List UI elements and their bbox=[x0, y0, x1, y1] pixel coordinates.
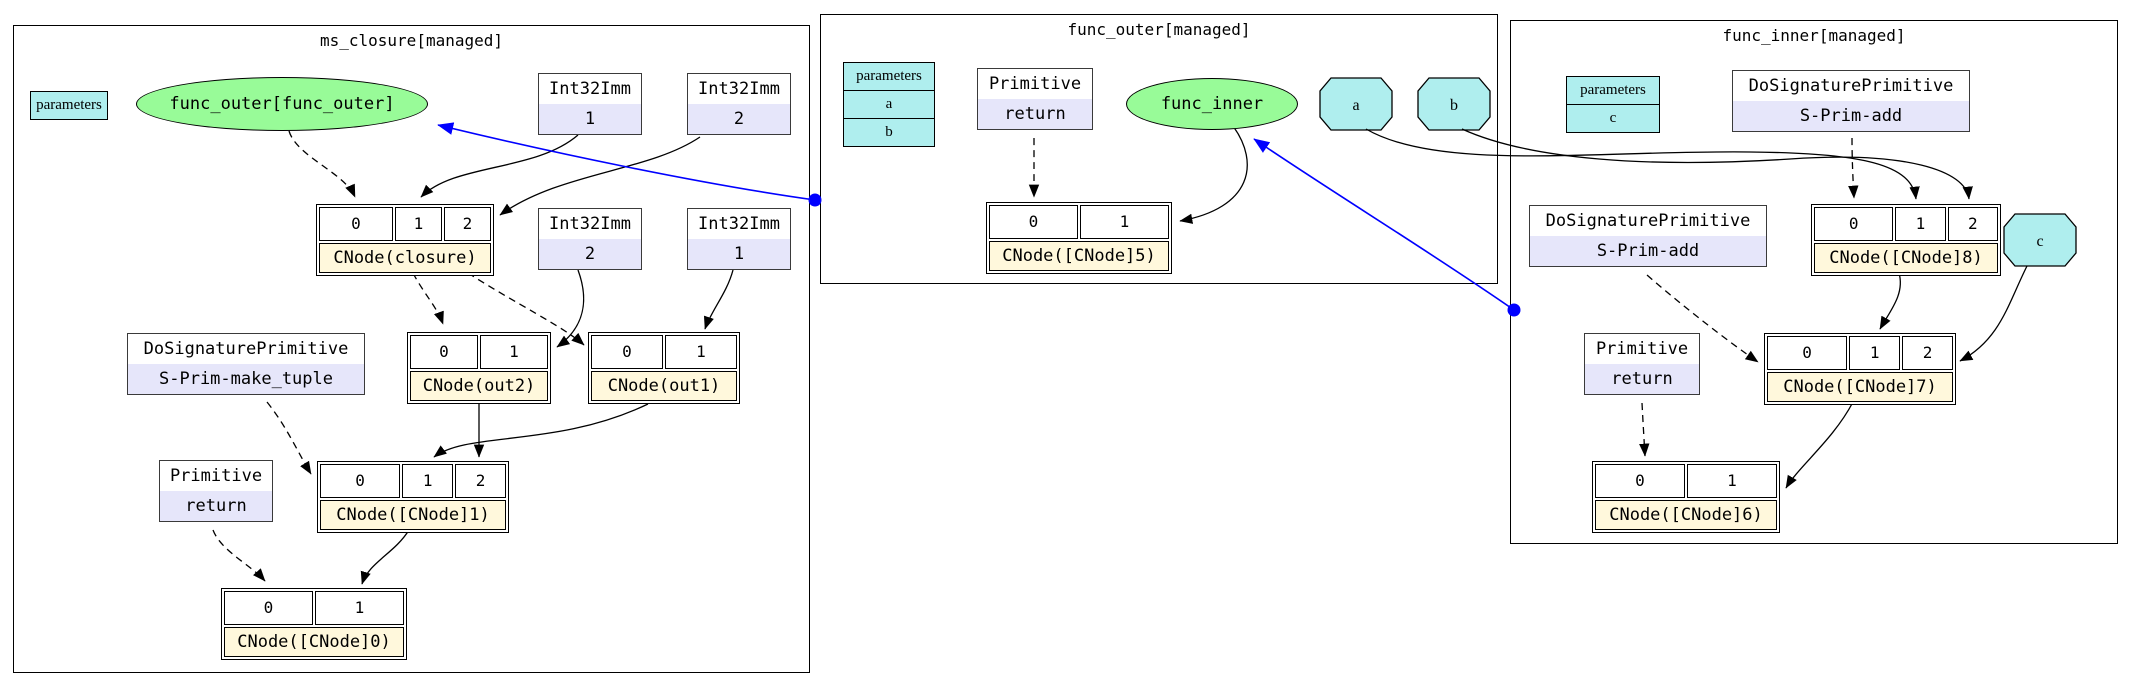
port-0: 0 bbox=[224, 591, 313, 625]
port-0: 0 bbox=[591, 335, 663, 369]
port-0: 0 bbox=[320, 464, 401, 498]
node-value: 1 bbox=[733, 244, 745, 264]
port-0: 0 bbox=[1814, 207, 1894, 241]
port-0: 0 bbox=[319, 207, 393, 241]
port-1: 1 bbox=[1080, 205, 1169, 239]
cluster-title: func_outer[managed] bbox=[1067, 20, 1251, 39]
node-value: 2 bbox=[733, 109, 745, 129]
int32imm-node-3: Int32Imm 2 bbox=[538, 208, 642, 270]
cnode-closure: 0 1 2 CNode(closure) bbox=[316, 204, 494, 276]
primitive-return-inner: Primitive return bbox=[1584, 333, 1700, 395]
primitive-add-left: DoSignaturePrimitive S-Prim-add bbox=[1529, 205, 1767, 267]
node-value: 2 bbox=[584, 244, 596, 264]
call-node-label: func_inner bbox=[1160, 94, 1264, 114]
parameters-header: parameters bbox=[856, 68, 922, 84]
cnode-0: 0 1 CNode([CNode]0) bbox=[221, 588, 407, 660]
primitive-return-ms: Primitive return bbox=[159, 460, 273, 522]
int32imm-node-1: Int32Imm 1 bbox=[538, 73, 642, 135]
port-1: 1 bbox=[1849, 336, 1901, 370]
primitive-add-top: DoSignaturePrimitive S-Prim-add bbox=[1732, 70, 1970, 132]
node-value: S-Prim-add bbox=[1799, 106, 1903, 126]
node-type: Int32Imm bbox=[688, 74, 790, 104]
port-0: 0 bbox=[989, 205, 1078, 239]
parameters-header: parameters bbox=[36, 97, 102, 113]
call-node-label: func_outer[func_outer] bbox=[169, 94, 395, 114]
node-type: Primitive bbox=[978, 69, 1092, 99]
cnode-label: CNode([CNode]6) bbox=[1595, 500, 1777, 530]
node-value: return bbox=[1004, 104, 1066, 124]
cnode-label: CNode(closure) bbox=[319, 243, 491, 273]
parameters-table-outer: parameters a b bbox=[843, 62, 935, 147]
node-type: Int32Imm bbox=[539, 74, 641, 104]
call-node-func-inner: func_inner bbox=[1126, 78, 1298, 130]
cnode-7: 0 1 2 CNode([CNode]7) bbox=[1764, 333, 1956, 405]
port-1: 1 bbox=[480, 335, 548, 369]
cnode-label: CNode([CNode]0) bbox=[224, 627, 404, 657]
port-2: 2 bbox=[1947, 207, 1998, 241]
parameters-header: parameters bbox=[1580, 82, 1646, 98]
node-value: 1 bbox=[584, 109, 596, 129]
cnode-label: CNode(out2) bbox=[410, 371, 548, 401]
port-1: 1 bbox=[1895, 207, 1946, 241]
node-type: Primitive bbox=[160, 461, 272, 491]
cnode-1: 0 1 2 CNode([CNode]1) bbox=[317, 461, 509, 533]
parameters-table-inner: parameters c bbox=[1566, 76, 1660, 133]
node-type: DoSignaturePrimitive bbox=[1733, 71, 1969, 101]
port-1: 1 bbox=[315, 591, 404, 625]
port-1: 1 bbox=[395, 207, 442, 241]
parameters-table-ms: parameters bbox=[30, 91, 108, 120]
node-type: Int32Imm bbox=[688, 209, 790, 239]
port-0: 0 bbox=[1595, 464, 1685, 498]
parameter-row-c: c bbox=[1567, 104, 1659, 132]
port-1: 1 bbox=[402, 464, 454, 498]
node-value: S-Prim-add bbox=[1596, 241, 1700, 261]
node-type: DoSignaturePrimitive bbox=[1530, 206, 1766, 236]
port-2: 2 bbox=[455, 464, 506, 498]
cluster-title: ms_closure[managed] bbox=[319, 31, 504, 50]
parameter-row-b: b bbox=[844, 118, 934, 146]
port-0: 0 bbox=[410, 335, 478, 369]
int32imm-node-4: Int32Imm 1 bbox=[687, 208, 791, 270]
cnode-5: 0 1 CNode([CNode]5) bbox=[986, 202, 1172, 274]
port-1: 1 bbox=[1687, 464, 1777, 498]
cnode-label: CNode([CNode]1) bbox=[320, 500, 506, 530]
port-2: 2 bbox=[1902, 336, 1953, 370]
call-node-func-outer: func_outer[func_outer] bbox=[136, 77, 428, 131]
primitive-make-tuple: DoSignaturePrimitive S-Prim-make_tuple bbox=[127, 333, 365, 395]
cnode-label: CNode([CNode]5) bbox=[989, 241, 1169, 271]
cnode-label: CNode([CNode]7) bbox=[1767, 372, 1953, 402]
cnode-out2: 0 1 CNode(out2) bbox=[407, 332, 551, 404]
parameter-row-a: a bbox=[844, 90, 934, 118]
node-value: return bbox=[1611, 369, 1673, 389]
cnode-label: CNode(out1) bbox=[591, 371, 737, 401]
cnode-6: 0 1 CNode([CNode]6) bbox=[1592, 461, 1780, 533]
cnode-out1: 0 1 CNode(out1) bbox=[588, 332, 740, 404]
primitive-return-outer: Primitive return bbox=[977, 68, 1093, 130]
node-value: S-Prim-make_tuple bbox=[159, 369, 333, 389]
int32imm-node-2: Int32Imm 2 bbox=[687, 73, 791, 135]
node-value: return bbox=[185, 496, 247, 516]
cnode-8: 0 1 2 CNode([CNode]8) bbox=[1811, 204, 2001, 276]
cluster-title: func_inner[managed] bbox=[1722, 26, 1906, 45]
port-0: 0 bbox=[1767, 336, 1848, 370]
port-2: 2 bbox=[444, 207, 491, 241]
node-type: Primitive bbox=[1585, 334, 1699, 364]
node-type: Int32Imm bbox=[539, 209, 641, 239]
port-1: 1 bbox=[665, 335, 737, 369]
cnode-label: CNode([CNode]8) bbox=[1814, 243, 1998, 273]
node-type: DoSignaturePrimitive bbox=[128, 334, 364, 364]
